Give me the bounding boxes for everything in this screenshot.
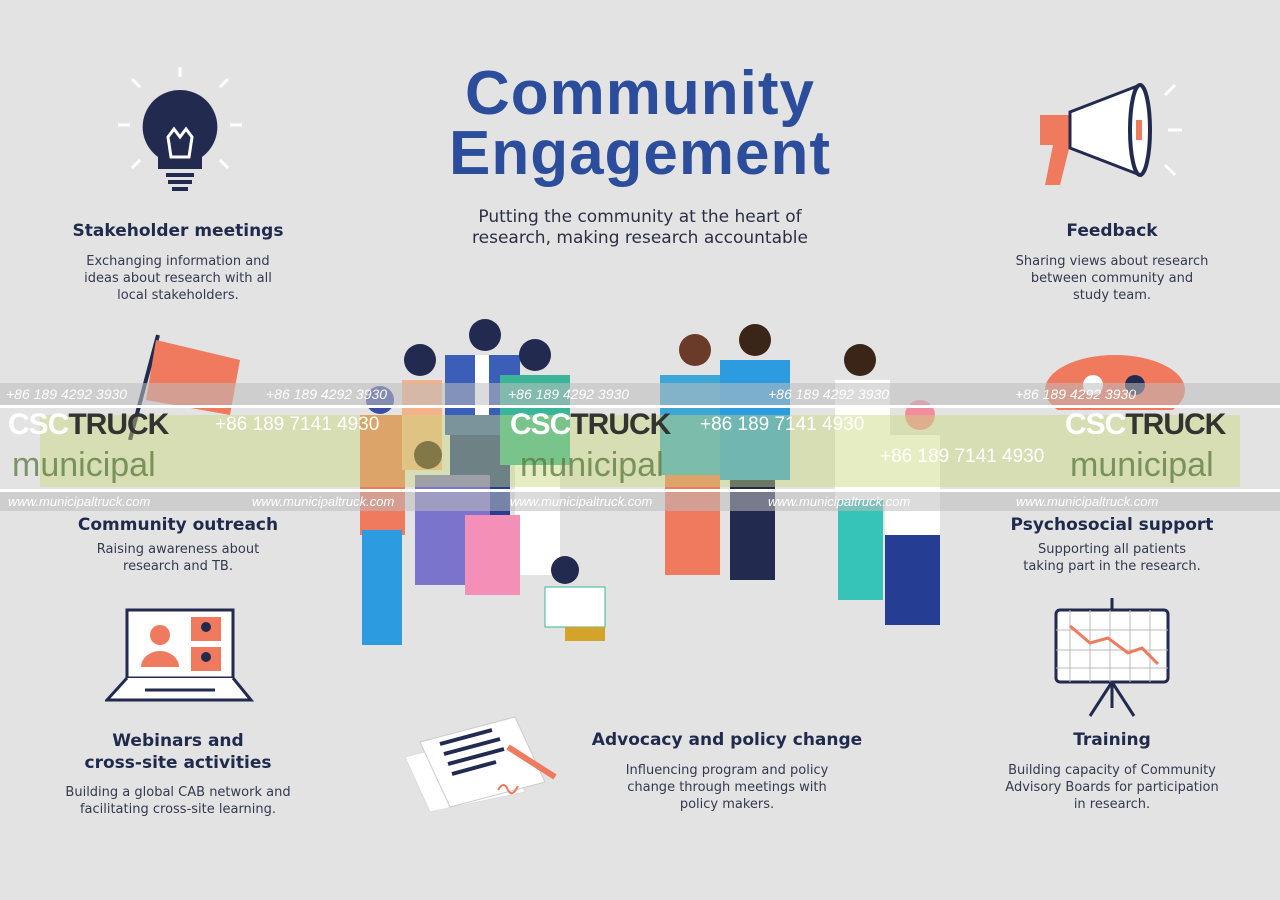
community-outreach-heading: Community outreach <box>77 515 279 535</box>
desc-line: between community and <box>1030 271 1194 286</box>
logo-part: TRUCK <box>68 408 169 441</box>
watermark-phone: +86 189 7141 4930 <box>880 446 1045 467</box>
psychosocial-support-desc: Supporting all patients taking part in th… <box>952 541 1272 575</box>
watermark-phone: +86 189 4292 3930 <box>6 386 128 402</box>
watermark-phone: +86 189 4292 3930 <box>266 386 388 402</box>
desc-line: Supporting all patients <box>1038 542 1186 557</box>
logo-part: CSC <box>510 408 571 441</box>
watermark-phone-band: +86 189 4292 3930 +86 189 4292 3930 +86 … <box>0 383 1280 405</box>
desc-line: taking part in the research. <box>1023 559 1201 574</box>
desc-line: change through meetings with <box>627 780 827 795</box>
watermark-municipal: municipal <box>1070 446 1214 484</box>
watermark-logo: CSCTRUCK <box>8 408 169 442</box>
watermark-logo: CSCTRUCK <box>1065 408 1226 442</box>
webinars-desc: Building a global CAB network and facilit… <box>18 784 338 818</box>
desc-line: local stakeholders. <box>117 288 239 303</box>
desc-line: Sharing views about research <box>1015 254 1209 269</box>
advocacy-heading: Advocacy and policy change <box>591 730 863 750</box>
watermark-logo: CSCTRUCK <box>510 408 671 442</box>
advocacy-desc: Influencing program and policy change thr… <box>567 762 887 813</box>
watermark-municipal: municipal <box>520 446 664 484</box>
desc-line: Exchanging information and <box>86 254 270 269</box>
psychosocial-support-heading: Psychosocial support <box>1010 515 1214 535</box>
training-heading: Training <box>1073 730 1151 750</box>
desc-line: Raising awareness about <box>96 542 260 557</box>
watermark-divider <box>0 489 1280 492</box>
watermark-municipal: municipal <box>12 446 156 484</box>
megaphone-icon <box>1040 82 1182 185</box>
watermark-www-band: www.municipaltruck.com www.municipaltruc… <box>0 492 1280 511</box>
logo-part: CSC <box>8 408 69 441</box>
watermark-phone: +86 189 7141 4930 <box>215 414 380 435</box>
watermark-phone: +86 189 4292 3930 <box>768 386 890 402</box>
desc-line: study team. <box>1072 288 1152 303</box>
heading-line: Webinars and <box>112 731 244 751</box>
subtitle-line-1: Putting the community at the heart of <box>478 207 802 227</box>
watermark-phone: +86 189 4292 3930 <box>1015 386 1137 402</box>
watermark-green-band <box>40 415 1240 487</box>
feedback-desc: Sharing views about research between comm… <box>952 253 1272 304</box>
document-signature-icon <box>404 716 557 812</box>
watermark-phone: +86 189 4292 3930 <box>508 386 630 402</box>
desc-line: ideas about research with all <box>84 271 272 286</box>
watermark-url: www.municipaltruck.com <box>1016 494 1159 509</box>
desc-line: Building capacity of Community <box>1008 763 1216 778</box>
desc-line: research and TB. <box>123 559 233 574</box>
feedback-heading: Feedback <box>1066 221 1158 241</box>
desc-line: Influencing program and policy <box>625 763 829 778</box>
stakeholder-meetings-desc: Exchanging information and ideas about re… <box>18 253 338 304</box>
logo-part: TRUCK <box>1125 408 1226 441</box>
community-outreach-desc: Raising awareness about research and TB. <box>18 541 338 575</box>
subtitle-line-2: research, making research accountable <box>472 228 808 248</box>
watermark-url: www.municipaltruck.com <box>768 494 911 509</box>
watermark-url: www.municipaltruck.com <box>510 494 653 509</box>
chart-easel-icon <box>1054 598 1170 717</box>
desc-line: Advisory Boards for participation <box>1005 780 1219 795</box>
watermark-url: www.municipaltruck.com <box>252 494 395 509</box>
title-line-1: Community <box>465 59 815 128</box>
watermark-divider <box>0 405 1280 408</box>
watermark-url: www.municipaltruck.com <box>8 494 151 509</box>
logo-part: TRUCK <box>570 408 671 441</box>
desc-line: facilitating cross-site learning. <box>79 802 277 817</box>
logo-part: CSC <box>1065 408 1126 441</box>
stakeholder-meetings-heading: Stakeholder meetings <box>72 221 284 241</box>
title-line-2: Engagement <box>448 119 832 188</box>
watermark-phone: +86 189 7141 4930 <box>700 414 865 435</box>
laptop-video-call-icon <box>105 608 255 702</box>
lightbulb-icon <box>118 67 242 191</box>
desc-line: policy makers. <box>679 797 775 812</box>
desc-line: Building a global CAB network and <box>65 785 291 800</box>
desc-line: in research. <box>1073 797 1151 812</box>
heading-line: cross-site activities <box>84 753 272 773</box>
